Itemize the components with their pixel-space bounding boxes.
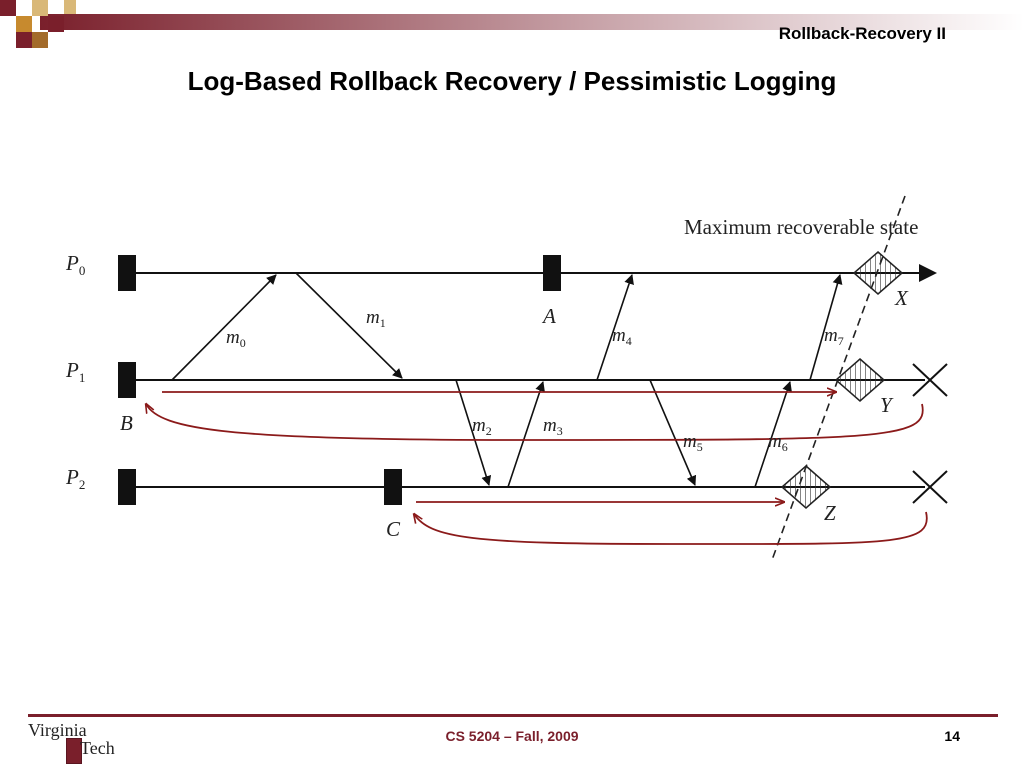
message-m4 <box>596 274 634 381</box>
message-label-m0: m0 <box>226 327 246 350</box>
message-m3 <box>507 381 545 488</box>
process-label-p0: P0 <box>65 251 85 278</box>
message-m7 <box>809 274 843 381</box>
message-label-m6: m6 <box>768 431 788 454</box>
message-m5 <box>649 379 697 486</box>
footer-divider <box>28 714 998 717</box>
failure-mark-p2 <box>912 470 948 504</box>
recovery-line-label: Maximum recoverable state <box>684 215 918 239</box>
state-z <box>780 465 832 509</box>
state-label-y: Y <box>880 393 894 417</box>
message-m6 <box>754 381 792 488</box>
checkpoint-p2-initial <box>118 469 136 505</box>
message-m0 <box>171 274 277 381</box>
slide-footer: CS 5204 – Fall, 2009 <box>445 728 579 744</box>
state-x <box>852 251 904 295</box>
page-number: 14 <box>944 728 960 744</box>
logo-word-virginia: Virginia <box>28 720 87 740</box>
virginia-tech-logo: Virginia Tech <box>28 718 138 764</box>
message-label-m2: m2 <box>472 415 492 438</box>
message-label-m5: m5 <box>683 431 703 454</box>
state-y <box>834 358 886 402</box>
state-label-x: X <box>894 286 909 310</box>
header-decoration-bar <box>0 0 1024 48</box>
checkpoint-c <box>384 469 402 505</box>
message-m1 <box>295 272 403 379</box>
checkpoint-a <box>543 255 561 291</box>
checkpoint-label-a: A <box>541 304 556 328</box>
message-label-m1: m1 <box>366 307 386 330</box>
message-label-m7: m7 <box>824 325 844 348</box>
logo-word-tech: Tech <box>80 738 115 758</box>
checkpoint-p0-initial <box>118 255 136 291</box>
checkpoint-b <box>118 362 136 398</box>
state-label-z: Z <box>824 501 836 525</box>
slide-title: Log-Based Rollback Recovery / Pessimisti… <box>187 66 837 96</box>
message-m2 <box>455 379 492 486</box>
message-label-m4: m4 <box>612 325 632 348</box>
slide-header: Rollback-Recovery II <box>778 24 946 43</box>
rollback-arrow-p2 <box>414 512 928 545</box>
rollback-arrow-p1 <box>146 404 924 441</box>
process-label-p2: P2 <box>65 465 85 492</box>
logo-emblem-icon <box>66 738 82 764</box>
message-label-m3: m3 <box>543 415 563 438</box>
failure-mark-p1 <box>912 363 948 397</box>
checkpoint-label-b: B <box>120 411 133 435</box>
process-label-p1: P1 <box>65 358 85 385</box>
checkpoint-label-c: C <box>386 517 401 541</box>
